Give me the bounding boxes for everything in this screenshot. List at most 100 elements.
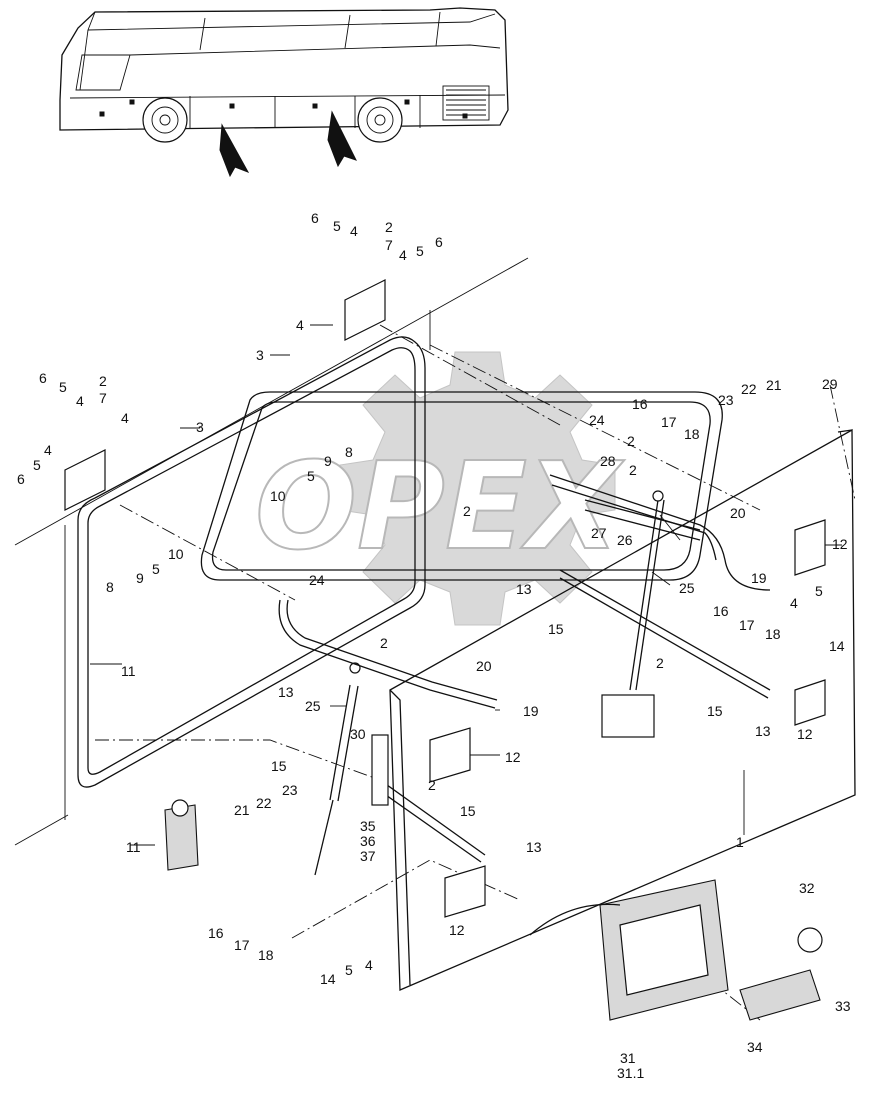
callout-c12c: 12	[797, 726, 813, 742]
callout-c23b: 23	[282, 782, 298, 798]
callout-c4g: 4	[790, 595, 798, 611]
lock-handle	[529, 694, 823, 1021]
callout-c31: 31	[620, 1050, 636, 1066]
callout-c4h: 4	[365, 957, 373, 973]
cable-assembly	[278, 474, 771, 863]
callout-c2g: 2	[656, 655, 664, 671]
callout-c2b: 2	[99, 373, 107, 389]
callout-c21b: 21	[234, 802, 250, 818]
watermark-logo: OPEX	[254, 351, 626, 626]
callout-c34: 34	[747, 1039, 763, 1055]
callout-c29: 29	[822, 376, 838, 392]
callout-c35: 35	[360, 818, 376, 834]
callout-c19b: 19	[523, 703, 539, 719]
callout-c17b: 17	[739, 617, 755, 633]
callout-c5f: 5	[152, 561, 160, 577]
callout-c20b: 20	[476, 658, 492, 674]
callout-c4a: 4	[350, 223, 358, 239]
callout-labels: 6 5 4 2 7 4 5 6 4 3 6 5 4 2 7 4 3 4 5 6 …	[17, 210, 851, 1081]
callout-c5h: 5	[345, 962, 353, 978]
callout-c22b: 22	[256, 795, 272, 811]
callout-c32: 32	[799, 880, 815, 896]
callout-c5c: 5	[59, 379, 67, 395]
watermark-text: OPEX	[255, 438, 625, 577]
callout-c3b: 3	[196, 419, 204, 435]
callout-c13d: 13	[526, 839, 542, 855]
callout-c25b: 25	[305, 698, 321, 714]
callout-c30: 30	[350, 726, 366, 742]
callout-c13b: 13	[278, 684, 294, 700]
callout-c8a: 8	[345, 444, 353, 460]
callout-c2f: 2	[380, 635, 388, 651]
callout-c12a: 12	[832, 536, 848, 552]
callout-c12b: 12	[505, 749, 521, 765]
callout-c15b: 15	[271, 758, 287, 774]
callout-c10b: 10	[168, 546, 184, 562]
arrow-marker-left	[219, 123, 250, 178]
callout-c5e: 5	[307, 468, 315, 484]
callout-c24a: 24	[309, 572, 325, 588]
callout-c33: 33	[835, 998, 851, 1014]
callout-c16b: 16	[713, 603, 729, 619]
callout-c13a: 13	[516, 581, 532, 597]
callout-c14b: 14	[320, 971, 336, 987]
callout-c37: 37	[360, 848, 376, 864]
callout-c19a: 19	[751, 570, 767, 586]
brackets	[371, 519, 826, 918]
callout-c17a: 17	[661, 414, 677, 430]
callout-c2a: 2	[385, 219, 393, 235]
callout-c11b: 11	[126, 839, 141, 855]
callout-c17c: 17	[234, 937, 250, 953]
callout-c10a: 10	[270, 488, 286, 504]
callout-c2h: 2	[428, 777, 436, 793]
callout-c6c: 6	[39, 370, 47, 386]
callout-c2c: 2	[629, 462, 637, 478]
callout-c9b: 9	[136, 570, 144, 586]
callout-c7b: 7	[99, 390, 107, 406]
callout-c11a: 11	[121, 663, 136, 679]
callout-c6a: 6	[311, 210, 319, 226]
callout-c16c: 16	[208, 925, 224, 941]
callout-c28: 28	[600, 453, 616, 469]
callout-c18c: 18	[258, 947, 274, 963]
callout-c2d: 2	[463, 503, 471, 519]
door-panel	[389, 428, 856, 991]
callout-c36: 36	[360, 833, 376, 849]
callout-c4d: 4	[76, 393, 84, 409]
door-inner-frame	[200, 391, 723, 581]
callout-c6d: 6	[17, 471, 25, 487]
callout-c5d: 5	[33, 457, 41, 473]
callout-c13c: 13	[755, 723, 771, 739]
callout-c4b: 4	[399, 247, 407, 263]
callout-c7a: 7	[385, 237, 393, 253]
callout-c5a: 5	[333, 218, 341, 234]
callout-c15d: 15	[460, 803, 476, 819]
callout-c6b: 6	[435, 234, 443, 250]
leader-lines	[90, 324, 842, 846]
hinges	[64, 279, 386, 511]
callout-c2e: 2	[627, 433, 635, 449]
callout-c9a: 9	[324, 453, 332, 469]
callout-c4c: 4	[296, 317, 304, 333]
callout-c24b: 24	[589, 412, 605, 428]
construction-lines	[14, 257, 856, 1021]
callout-c18a: 18	[684, 426, 700, 442]
callout-c25a: 25	[679, 580, 695, 596]
callout-c8b: 8	[106, 579, 114, 595]
seal-profile	[164, 799, 199, 871]
callout-c18b: 18	[765, 626, 781, 642]
callout-c3a: 3	[256, 347, 264, 363]
callout-c23a: 23	[718, 392, 734, 408]
callout-c14a: 14	[829, 638, 845, 654]
callout-c16a: 16	[632, 396, 648, 412]
callout-c4e: 4	[121, 410, 129, 426]
callout-c5g: 5	[815, 583, 823, 599]
callout-c1: 1	[736, 834, 744, 850]
callout-c20a: 20	[730, 505, 746, 521]
callout-c5b: 5	[416, 243, 424, 259]
callout-c21a: 21	[766, 377, 782, 393]
callout-c4f: 4	[44, 442, 52, 458]
callout-c15a: 15	[548, 621, 564, 637]
door-seal-frame	[77, 336, 426, 788]
